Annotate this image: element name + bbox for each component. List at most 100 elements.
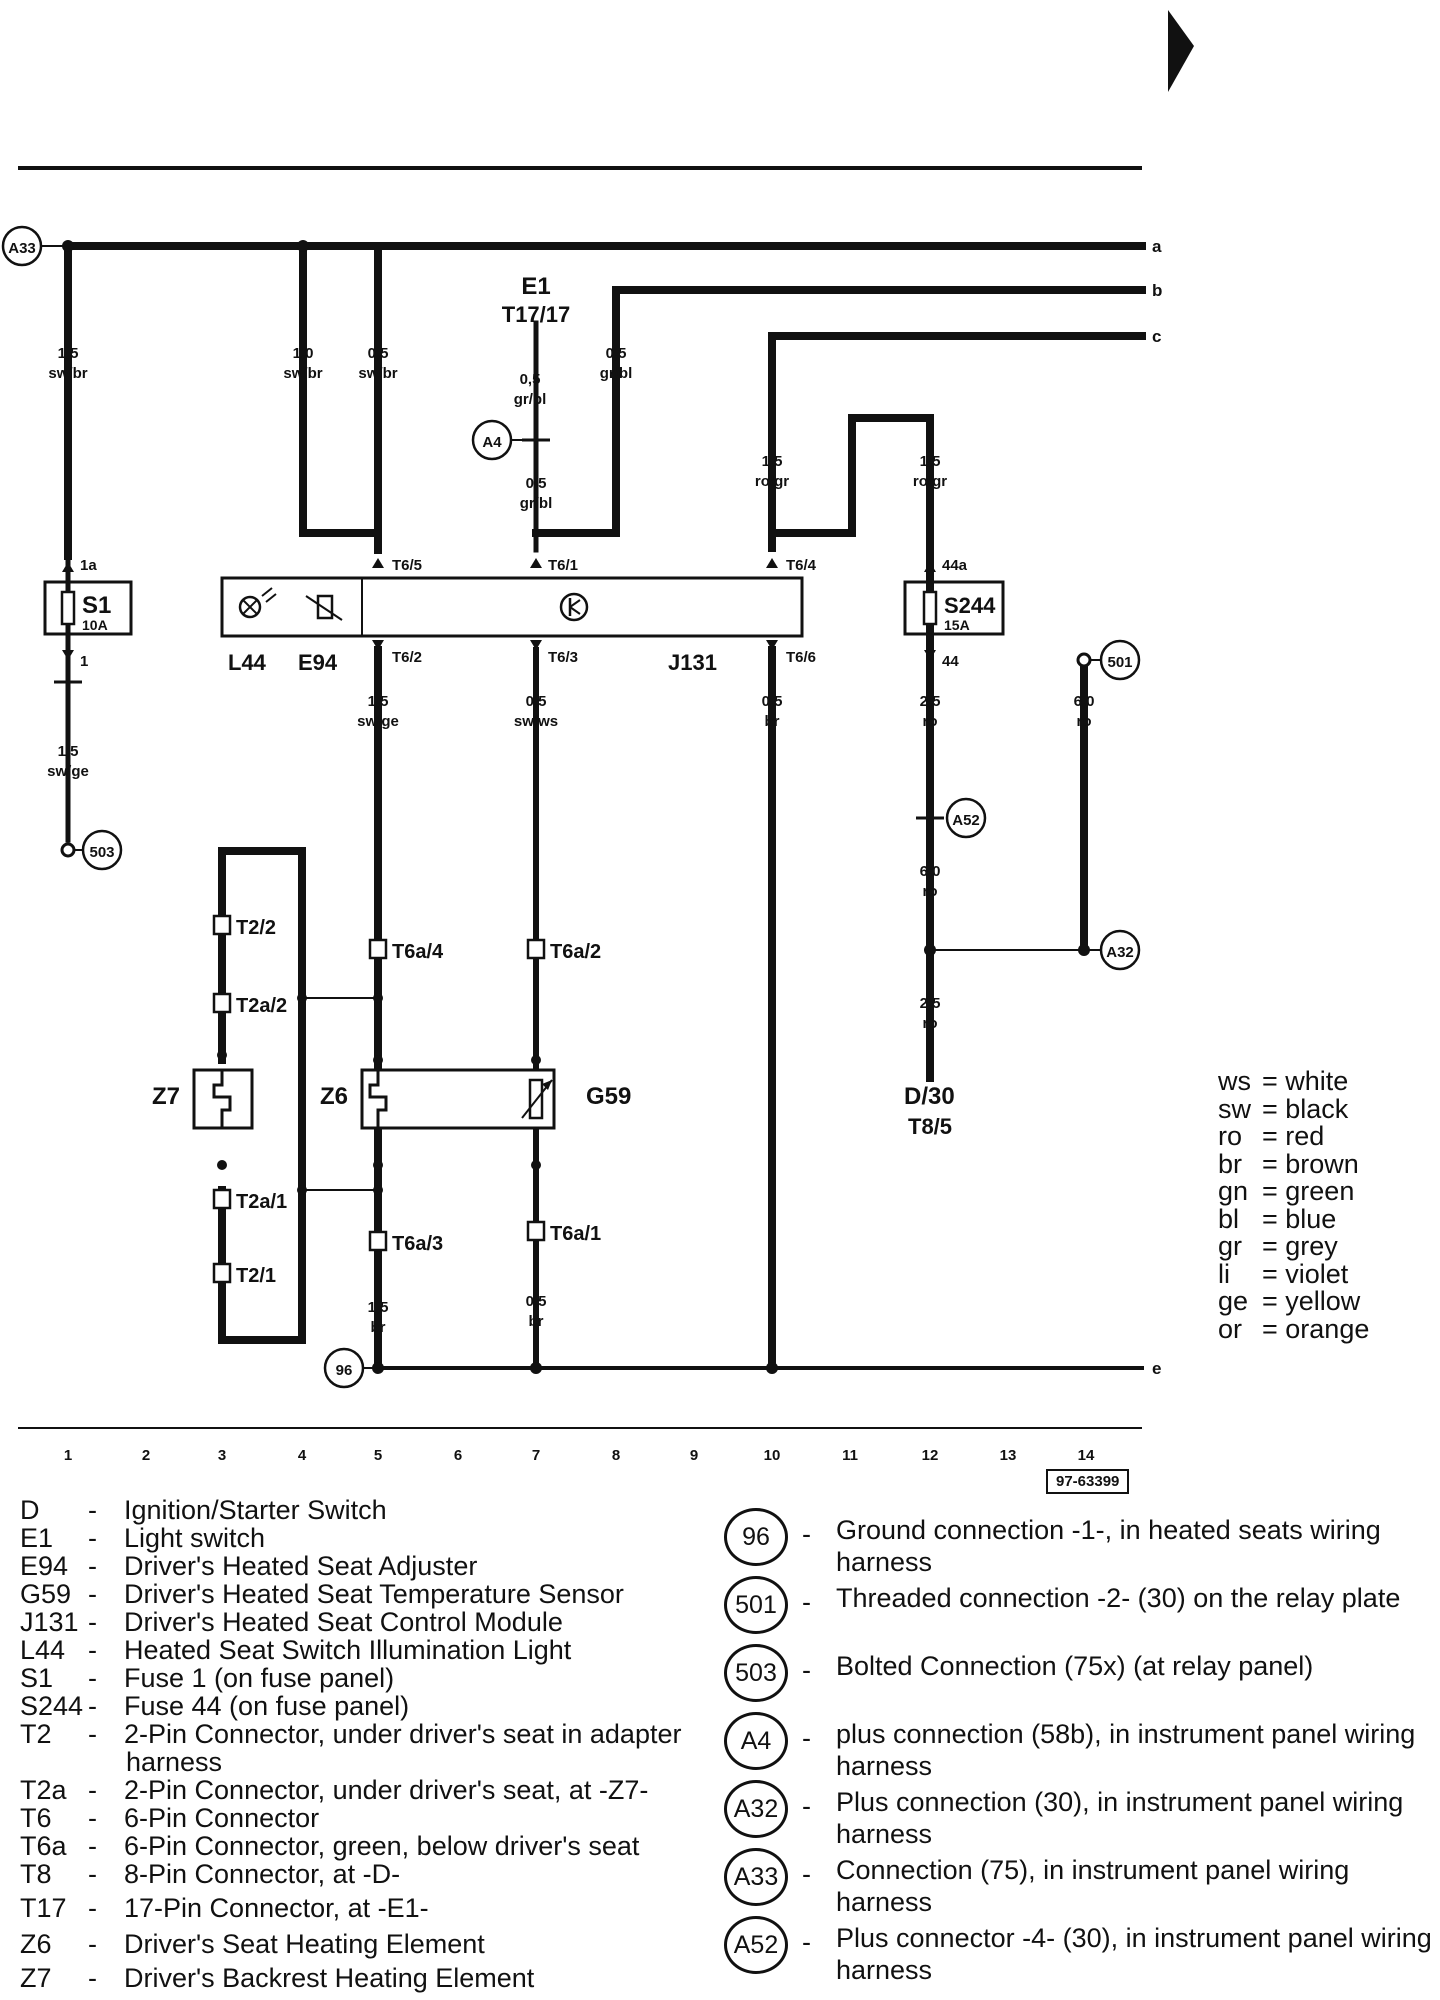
svg-text:14: 14 bbox=[1078, 1447, 1095, 1464]
svg-text:0,5: 0,5 bbox=[526, 693, 547, 710]
svg-text:sw/br: sw/br bbox=[358, 365, 397, 382]
terminal-501 bbox=[1076, 652, 1092, 668]
color-key-row: gr= grey bbox=[1218, 1231, 1338, 1261]
svg-text:T2/1: T2/1 bbox=[236, 1265, 276, 1287]
label-z6: Z6 bbox=[320, 1083, 348, 1110]
svg-text:T6a/2: T6a/2 bbox=[550, 941, 601, 963]
label-t17-17: T17/17 bbox=[502, 302, 571, 327]
svg-text:13: 13 bbox=[1000, 1447, 1017, 1464]
circle-a32: A32 bbox=[1084, 929, 1141, 971]
color-key-row: bl= blue bbox=[1218, 1203, 1337, 1234]
continuation-e: e bbox=[1152, 1359, 1161, 1378]
label-s1: S1 bbox=[82, 592, 111, 619]
svg-text:ro: ro bbox=[923, 1015, 938, 1032]
svg-text:sw/br: sw/br bbox=[283, 365, 322, 382]
svg-text:1,5: 1,5 bbox=[920, 453, 941, 470]
svg-text:4: 4 bbox=[298, 1447, 307, 1464]
label-g59: G59 bbox=[586, 1083, 631, 1110]
svg-text:7: 7 bbox=[532, 1447, 540, 1464]
continuation-b: b bbox=[1152, 281, 1162, 300]
svg-text:1,0: 1,0 bbox=[293, 345, 314, 362]
label-j131: J131 bbox=[668, 650, 717, 675]
connection-legend-row: 501-Threaded connection -2- (30) on the … bbox=[724, 1576, 1424, 1640]
svg-text:ro: ro bbox=[923, 883, 938, 900]
svg-text:1: 1 bbox=[80, 653, 88, 670]
svg-text:gr/bl: gr/bl bbox=[600, 365, 633, 382]
z6-g59-block bbox=[360, 1068, 556, 1130]
circle-96: 96 bbox=[323, 1347, 378, 1389]
label-d-30: D/30 bbox=[904, 1083, 955, 1110]
svg-text:11: 11 bbox=[842, 1447, 858, 1464]
svg-text:A52: A52 bbox=[952, 812, 980, 829]
junction-dots bbox=[62, 240, 1090, 1374]
color-key-row: ro= red bbox=[1218, 1121, 1325, 1151]
component-labels: E1 T17/17 S1 10A S244 15A L44 E94 J131 Z… bbox=[82, 273, 996, 1139]
svg-text:ro: ro bbox=[1077, 713, 1092, 730]
svg-text:8: 8 bbox=[612, 1447, 620, 1464]
svg-text:br: br bbox=[529, 1313, 544, 1330]
circle-503: 503 bbox=[74, 829, 123, 871]
svg-text:1,5: 1,5 bbox=[368, 693, 389, 710]
svg-text:0,5: 0,5 bbox=[520, 371, 541, 388]
svg-text:T6a/1: T6a/1 bbox=[550, 1223, 601, 1245]
connection-legend-row: A32-Plus connection (30), in instrument … bbox=[724, 1780, 1424, 1849]
svg-text:3: 3 bbox=[218, 1447, 226, 1464]
circle-501: 501 bbox=[1090, 639, 1141, 681]
svg-text:T6/4: T6/4 bbox=[786, 557, 817, 574]
continuation-c: c bbox=[1152, 327, 1161, 346]
color-key-row: or= orange bbox=[1218, 1313, 1370, 1344]
label-s1-rating: 10A bbox=[82, 617, 108, 633]
color-key-row: ws= white bbox=[1218, 1066, 1349, 1096]
svg-text:T6a/4: T6a/4 bbox=[392, 941, 444, 963]
svg-text:T2a/2: T2a/2 bbox=[236, 995, 287, 1017]
svg-text:ro: ro bbox=[923, 713, 938, 730]
color-key-row: br= brown bbox=[1218, 1148, 1359, 1179]
svg-text:0,5: 0,5 bbox=[762, 693, 783, 710]
connection-legend-row: A33-Connection (75), in instrument panel… bbox=[724, 1848, 1424, 1917]
wire-color-key: ws= white sw= black ro= red br= brown gn… bbox=[1218, 1066, 1370, 1344]
wire-labels: 1,5 sw/br 1,0 sw/br 0,5 sw/br 0,5 gr/bl … bbox=[47, 345, 1094, 1336]
color-key-row: ge= yellow bbox=[1218, 1286, 1361, 1316]
label-e94: E94 bbox=[298, 650, 338, 675]
svg-text:9: 9 bbox=[690, 1447, 698, 1464]
svg-text:sw/ge: sw/ge bbox=[47, 763, 89, 780]
svg-text:T6/1: T6/1 bbox=[548, 557, 578, 574]
svg-text:T6/2: T6/2 bbox=[392, 649, 422, 666]
svg-text:1,5: 1,5 bbox=[58, 743, 79, 760]
label-e1: E1 bbox=[521, 273, 550, 300]
label-s244: S244 bbox=[944, 593, 996, 618]
label-l44: L44 bbox=[228, 650, 267, 675]
j131-control-module bbox=[220, 576, 804, 638]
connection-legend-row: 503-Bolted Connection (75x) (at relay pa… bbox=[724, 1644, 1424, 1708]
svg-text:1: 1 bbox=[64, 1447, 72, 1464]
svg-text:ro/gr: ro/gr bbox=[755, 473, 789, 490]
circle-a33: A33 bbox=[1, 225, 68, 267]
svg-text:gr/bl: gr/bl bbox=[514, 391, 547, 408]
svg-text:1a: 1a bbox=[80, 557, 97, 574]
svg-text:0,5: 0,5 bbox=[526, 1293, 547, 1310]
svg-text:T6/5: T6/5 bbox=[392, 557, 422, 574]
svg-text:sw/ws: sw/ws bbox=[514, 713, 558, 730]
svg-text:T6/3: T6/3 bbox=[548, 649, 578, 666]
svg-text:6,0: 6,0 bbox=[1074, 693, 1095, 710]
label-z7: Z7 bbox=[152, 1083, 180, 1110]
svg-text:501: 501 bbox=[1107, 654, 1132, 671]
svg-text:6,0: 6,0 bbox=[920, 863, 941, 880]
svg-text:0,5: 0,5 bbox=[368, 345, 389, 362]
svg-text:1,5: 1,5 bbox=[368, 1299, 389, 1316]
svg-text:gr/bl: gr/bl bbox=[520, 495, 553, 512]
reference-number: 97-63399 bbox=[1046, 1469, 1130, 1494]
svg-text:0,5: 0,5 bbox=[526, 475, 547, 492]
svg-text:6: 6 bbox=[454, 1447, 462, 1464]
svg-text:A4: A4 bbox=[482, 434, 502, 451]
label-s244-rating: 15A bbox=[944, 617, 970, 633]
svg-text:1,5: 1,5 bbox=[58, 345, 79, 362]
pin-labels: 1a 1 44a 44 T6/5 T6/1 T6/4 T6/2 T6/3 T6/… bbox=[80, 557, 968, 1287]
svg-text:12: 12 bbox=[922, 1447, 939, 1464]
circle-a4: A4 bbox=[471, 419, 536, 461]
circle-a52: A52 bbox=[945, 797, 987, 839]
svg-text:T6a/3: T6a/3 bbox=[392, 1233, 443, 1255]
color-key-row: li= violet bbox=[1218, 1258, 1349, 1289]
svg-text:1,5: 1,5 bbox=[762, 453, 783, 470]
